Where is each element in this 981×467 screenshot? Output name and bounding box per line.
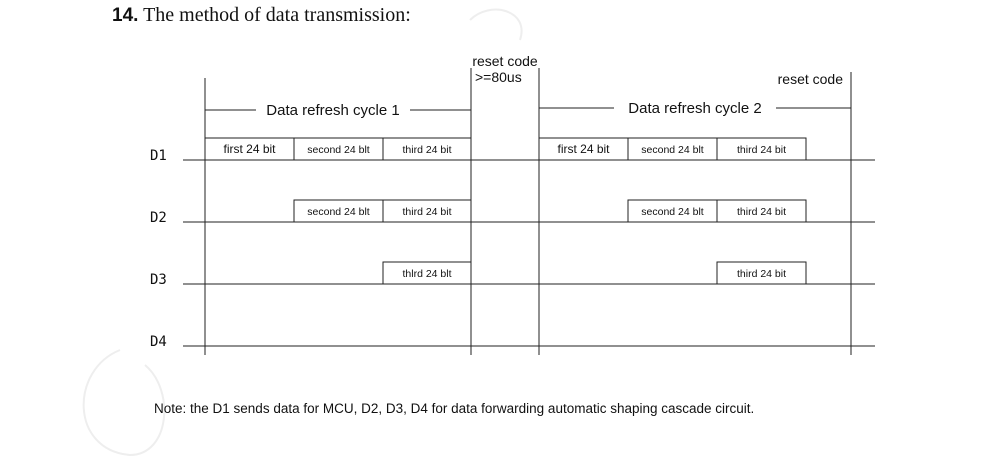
d1-cycle1-bit-label-1: first 24 bit xyxy=(223,142,276,156)
d2-cycle1-bit-frame-3 xyxy=(382,199,472,223)
watermark xyxy=(82,8,523,457)
d3-cycle1-bit-label-3: thlrd 24 blt xyxy=(402,268,451,280)
d1-cycle1-bit-label-3: third 24 bit xyxy=(402,144,451,156)
section-heading: 14. The method of data transmission: xyxy=(112,4,411,27)
reset-code-timing: >=80us xyxy=(475,69,522,85)
d2-cycle2-bit-frame-3 xyxy=(716,199,807,223)
d3-cycle2-bit-label-3: third 24 bit xyxy=(737,268,786,280)
section-number: 14. xyxy=(112,5,139,26)
d1-cycle2-bit-label-2: second 24 blt xyxy=(641,144,704,156)
cycle-label-1: Data refresh cycle 1 xyxy=(266,102,399,119)
d2-cycle2-bit-label-2: second 24 blt xyxy=(641,206,704,218)
d2-cycle2-bit-label-3: third 24 bit xyxy=(737,206,786,218)
section-title: The method of data transmission: xyxy=(143,4,411,26)
signal-name-d1: D1 xyxy=(150,148,167,164)
cycle-annotation-2: Data refresh cycle 2 xyxy=(539,97,851,117)
signal-lines: D1 first 24 bit second 24 blt third 24 bit f… xyxy=(150,137,875,350)
cycle-annotation-1: Data refresh cycle 1 xyxy=(205,99,471,119)
d2-cycle1-bit-label-2: second 24 blt xyxy=(307,206,370,218)
d1-cycle2-bit-frame-3 xyxy=(716,137,807,161)
d3-cycle2-bit-frame-3 xyxy=(716,261,807,285)
d1-cycle2-bit-label-3: third 24 bit xyxy=(737,144,786,156)
d3-cycle1-bit-frame-3 xyxy=(382,261,472,285)
d1-cycle2-bit-label-1: first 24 bit xyxy=(557,142,610,156)
signal-name-d4: D4 xyxy=(150,334,167,350)
signal-name-d2: D2 xyxy=(150,210,167,226)
signal-name-d3: D3 xyxy=(150,272,167,288)
footnote: Note: the D1 sends data for MCU, D2, D3,… xyxy=(154,401,755,416)
cycle-boundaries xyxy=(204,68,852,355)
d1-cycle1-bit-label-2: second 24 blt xyxy=(307,144,370,156)
d2-cycle1-bit-label-3: third 24 bit xyxy=(402,206,451,218)
reset-code-label: reset code xyxy=(472,53,538,69)
reset-code-right-label: reset code xyxy=(778,71,844,87)
cycle-label-2: Data refresh cycle 2 xyxy=(628,100,761,117)
d1-cycle1-bit-frame-3 xyxy=(382,137,472,161)
